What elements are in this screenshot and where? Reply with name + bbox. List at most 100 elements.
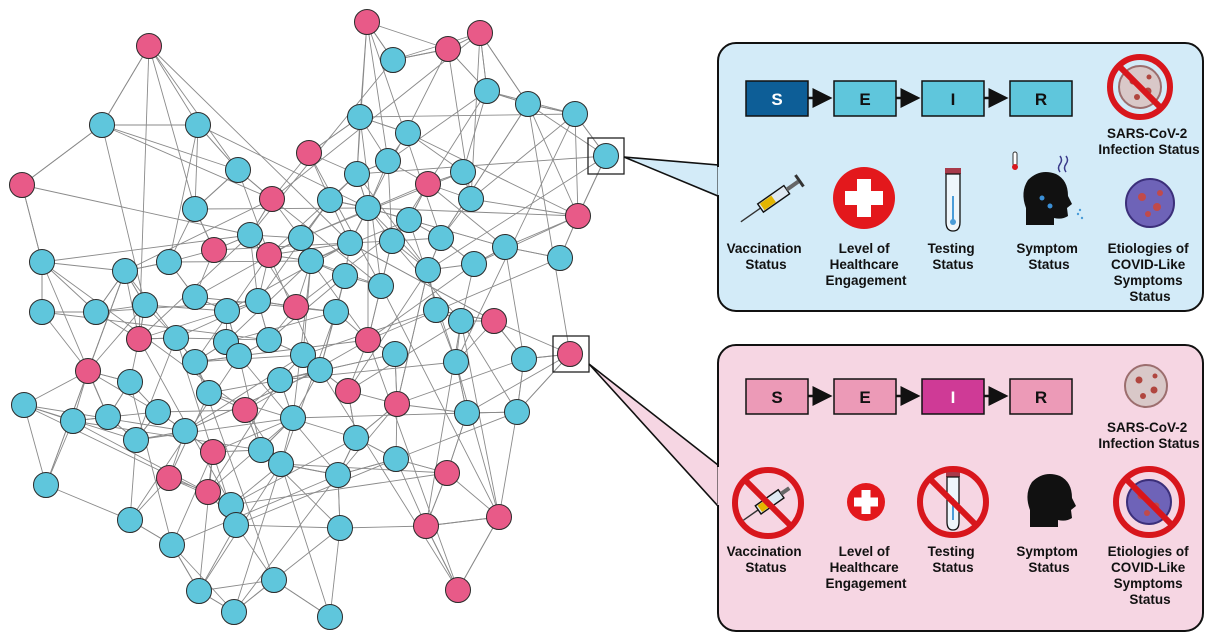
susceptible-node <box>547 245 573 271</box>
label-healthcare-engagement: Level of Healthcare Engagement <box>825 544 907 591</box>
network-edge <box>225 311 337 343</box>
susceptible-node <box>196 380 222 406</box>
network-edge <box>473 215 579 265</box>
susceptible-node <box>29 249 55 275</box>
network-edge <box>41 261 126 272</box>
highlight-box-blue-node <box>587 137 625 175</box>
susceptible-node <box>267 367 293 393</box>
infected-node <box>445 577 471 603</box>
network-edge <box>347 269 429 392</box>
network-edge <box>356 173 429 271</box>
susceptible-node <box>492 234 518 260</box>
network-edge <box>292 412 468 419</box>
label-symptom-status: Symptom Status <box>1016 241 1081 272</box>
susceptible-node <box>428 225 454 251</box>
susceptible-node <box>382 341 408 367</box>
network-edge <box>233 474 339 613</box>
infected-node <box>467 20 493 46</box>
susceptible-node <box>423 297 449 323</box>
susceptible-node <box>132 292 158 318</box>
label-infection-status: SARS-CoV-2 Infection Status <box>1098 420 1199 451</box>
susceptible-node <box>461 251 487 277</box>
susceptible-node <box>337 230 363 256</box>
network-edge <box>87 304 146 372</box>
label-etiologies-status: Etiologies of COVID-Like Symptoms Status <box>1108 241 1193 304</box>
seir-chain-blue: S E I R <box>745 80 1073 117</box>
network-edge <box>212 417 294 453</box>
infected-node <box>486 504 512 530</box>
infected-node <box>354 9 380 35</box>
susceptible-node <box>325 462 351 488</box>
label-testing-status: Testing Status <box>928 241 979 272</box>
state-label-s: S <box>771 388 782 407</box>
callout-pointer-pink <box>588 363 719 509</box>
susceptible-node <box>395 120 421 146</box>
susceptible-node <box>474 78 500 104</box>
network-edge <box>280 463 448 474</box>
susceptible-node <box>145 399 171 425</box>
network-edge <box>268 173 358 256</box>
susceptible-node <box>182 284 208 310</box>
infected-node <box>335 378 361 404</box>
susceptible-node <box>159 532 185 558</box>
network-edge <box>319 369 459 591</box>
network-edge <box>380 285 500 518</box>
susceptible-node <box>317 604 343 630</box>
network-edge <box>460 320 518 413</box>
susceptible-node <box>448 308 474 334</box>
susceptible-node <box>256 327 282 353</box>
infected-node <box>565 203 591 229</box>
network-edge <box>455 361 500 518</box>
susceptible-node <box>89 112 115 138</box>
crossed-out-test-tube-icon <box>917 466 989 538</box>
susceptible-node <box>307 357 333 383</box>
susceptible-node <box>237 222 263 248</box>
infected-node <box>126 326 152 352</box>
network-edge <box>135 337 177 441</box>
infected-node <box>481 308 507 334</box>
label-vaccination-status: Vaccination Status <box>727 544 806 575</box>
susceptible-node <box>443 349 469 375</box>
network-edge <box>462 90 488 173</box>
network-edge <box>356 21 368 175</box>
susceptible-node <box>327 515 353 541</box>
network-edge <box>387 90 488 162</box>
panel-susceptible: S E I R SARS-CoV-2 Infection Status <box>717 42 1204 312</box>
susceptible-node <box>214 298 240 324</box>
network-edge <box>124 198 273 272</box>
network-edge <box>171 451 214 546</box>
susceptible-node <box>355 195 381 221</box>
susceptible-node <box>223 512 249 538</box>
network-edge <box>148 45 199 126</box>
infected-node <box>355 327 381 353</box>
crossed-out-virus-icon <box>1107 54 1173 120</box>
virus-icon <box>1125 178 1175 228</box>
state-label-i: I <box>951 90 956 109</box>
network-edge <box>135 417 294 441</box>
network-edge <box>273 527 341 581</box>
network-edge <box>230 472 448 506</box>
susceptible-node <box>344 161 370 187</box>
susceptible-node <box>415 257 441 283</box>
small-red-cross-icon <box>847 483 885 521</box>
state-label-r: R <box>1035 90 1047 109</box>
susceptible-node <box>593 143 619 169</box>
state-label-e: E <box>859 388 870 407</box>
susceptible-node <box>248 437 274 463</box>
susceptible-node <box>288 225 314 251</box>
network-edge <box>493 320 571 355</box>
susceptible-node <box>347 104 373 130</box>
susceptible-node <box>112 258 138 284</box>
highlight-box-pink-node <box>552 335 590 373</box>
network-edge <box>527 103 579 217</box>
test-tube-icon <box>945 168 961 232</box>
network-edge <box>21 184 251 236</box>
infected-node <box>156 465 182 491</box>
network-edge <box>101 124 239 171</box>
network-edge <box>498 411 518 518</box>
network-edge <box>396 269 429 405</box>
network-edge <box>41 261 109 418</box>
susceptible-node <box>117 369 143 395</box>
callout-pointer-blue <box>623 156 719 198</box>
network-edge <box>574 113 579 217</box>
